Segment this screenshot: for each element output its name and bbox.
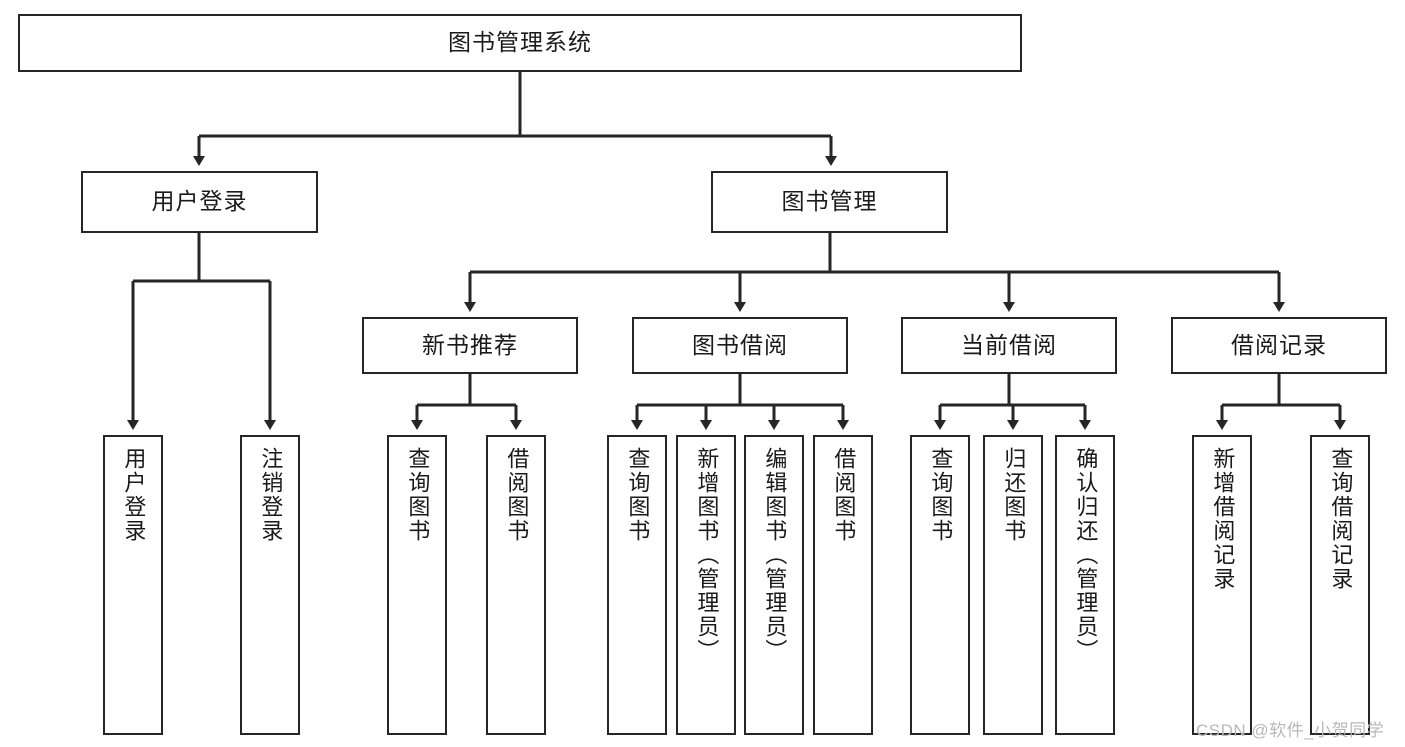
node-new-book-recommend[interactable]: 新书推荐 [362, 317, 578, 374]
node-leaf-edit-book-admin[interactable]: 编辑图书（管理员） [744, 435, 804, 735]
node-borrow-record-label: 借阅记录 [1231, 331, 1327, 358]
node-new-book-recommend-label: 新书推荐 [422, 331, 518, 358]
node-leaf-borrow-book-1-label: 借阅图书 [504, 447, 530, 543]
node-book-manage[interactable]: 图书管理 [711, 171, 948, 233]
node-leaf-return-book[interactable]: 归还图书 [983, 435, 1043, 735]
node-leaf-confirm-return-admin-label: 确认归还（管理员） [1073, 447, 1099, 663]
node-book-borrow-label: 图书借阅 [692, 331, 788, 358]
node-borrow-record[interactable]: 借阅记录 [1171, 317, 1387, 374]
node-root-label: 图书管理系统 [448, 29, 592, 56]
node-user-login-label: 用户登录 [151, 188, 248, 215]
node-leaf-query-book-2[interactable]: 查询图书 [607, 435, 667, 735]
node-leaf-user-login-label: 用户登录 [121, 447, 147, 543]
node-leaf-query-borrow-record[interactable]: 查询借阅记录 [1310, 435, 1370, 735]
node-current-borrow[interactable]: 当前借阅 [901, 317, 1117, 374]
node-book-borrow[interactable]: 图书借阅 [632, 317, 848, 374]
node-leaf-add-borrow-record[interactable]: 新增借阅记录 [1192, 435, 1252, 735]
node-user-login[interactable]: 用户登录 [81, 171, 318, 233]
node-leaf-user-logout-label: 注销登录 [258, 447, 284, 543]
node-leaf-query-book-1[interactable]: 查询图书 [387, 435, 447, 735]
node-leaf-borrow-book-2-label: 借阅图书 [831, 447, 857, 543]
node-leaf-add-book-admin[interactable]: 新增图书（管理员） [676, 435, 736, 735]
node-leaf-user-login[interactable]: 用户登录 [103, 435, 163, 735]
node-leaf-query-book-1-label: 查询图书 [405, 447, 431, 543]
node-book-manage-label: 图书管理 [781, 188, 878, 215]
node-leaf-add-book-admin-label: 新增图书（管理员） [694, 447, 720, 663]
node-current-borrow-label: 当前借阅 [961, 331, 1057, 358]
node-leaf-query-borrow-record-label: 查询借阅记录 [1328, 447, 1354, 591]
node-leaf-confirm-return-admin[interactable]: 确认归还（管理员） [1055, 435, 1115, 735]
node-leaf-borrow-book-1[interactable]: 借阅图书 [486, 435, 546, 735]
node-leaf-query-book-3-label: 查询图书 [928, 447, 954, 543]
node-leaf-user-logout[interactable]: 注销登录 [240, 435, 300, 735]
node-leaf-query-book-2-label: 查询图书 [625, 447, 651, 543]
node-leaf-borrow-book-2[interactable]: 借阅图书 [813, 435, 873, 735]
node-leaf-add-borrow-record-label: 新增借阅记录 [1210, 447, 1236, 591]
node-root[interactable]: 图书管理系统 [18, 14, 1022, 72]
node-leaf-edit-book-admin-label: 编辑图书（管理员） [762, 447, 788, 663]
node-leaf-query-book-3[interactable]: 查询图书 [910, 435, 970, 735]
node-leaf-return-book-label: 归还图书 [1001, 447, 1027, 543]
watermark-text: CSDN @软件_小贺同学 [1196, 721, 1385, 740]
